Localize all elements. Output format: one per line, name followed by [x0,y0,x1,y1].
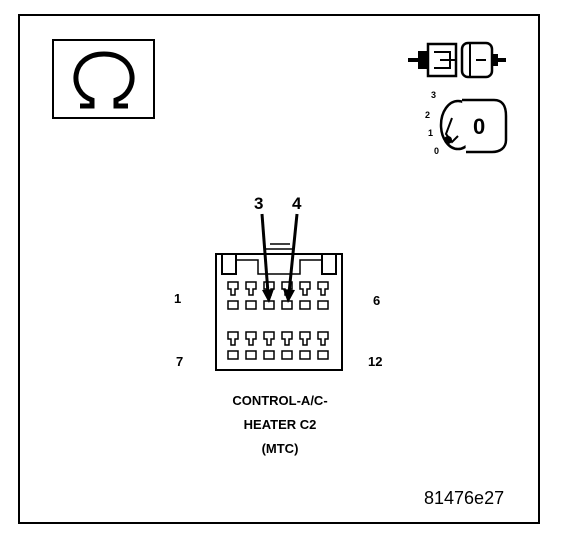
disconnect-connector-icon [408,41,506,79]
pin-terminal [227,331,239,346]
ignition-position-0: 0 [434,146,440,156]
pin-terminal [281,331,293,346]
ignition-position-1: 1 [428,128,434,138]
ignition-position-2: 2 [425,110,431,120]
pin-terminal [263,331,275,346]
pin-cavity-2 [245,300,257,310]
ohmmeter-icon [52,39,155,119]
callout-4: 4 [292,194,302,213]
pin-label-bottom-left: 7 [176,354,184,369]
figure-id: 81476e27 [424,488,505,508]
connector-pins [227,281,329,360]
ignition-key-icon [439,98,508,154]
pin-cavity-8 [245,350,257,360]
callout-arrows [260,213,299,303]
pin-cavity-6 [317,300,329,310]
pin-terminal [299,331,311,346]
ignition-position-3: 3 [431,90,437,100]
pin-label-bottom-right: 12 [368,354,383,369]
pin-label-top-right: 6 [373,293,381,308]
pin-terminal [227,281,239,296]
pin-cavity-1 [227,300,239,310]
ignition-key-letter: 0 [473,114,486,139]
pin-cavity-9 [263,350,275,360]
connector-caption-line-3: (MTC) [261,441,299,456]
pin-terminal [317,281,329,296]
pin-cavity-7 [227,350,239,360]
diagram-frame [18,14,540,524]
pin-cavity-12 [317,350,329,360]
pin-terminal [317,331,329,346]
callout-3: 3 [254,194,264,213]
pin-terminal [299,281,311,296]
connector-caption-line-2: HEATER C2 [243,417,317,432]
pin-terminal [245,281,257,296]
pin-cavity-10 [281,350,293,360]
pin-cavity-5 [299,300,311,310]
connector-caption-line-1: CONTROL-A/C- [232,393,328,408]
pin-label-top-left: 1 [174,291,182,306]
pin-cavity-4 [281,300,293,310]
pin-cavity-11 [299,350,311,360]
pin-terminal [245,331,257,346]
